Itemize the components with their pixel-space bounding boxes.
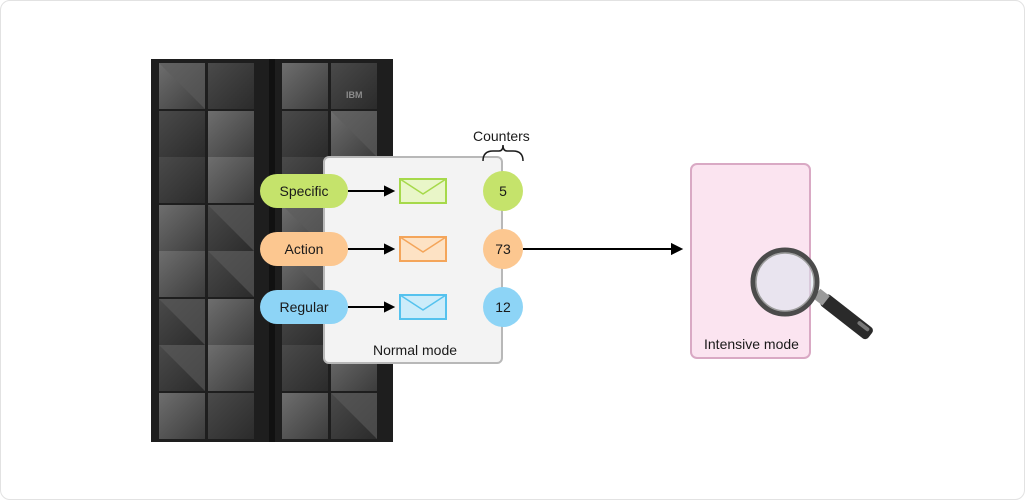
rack-panel [159, 393, 205, 439]
rack-panel [282, 393, 328, 439]
rack-panel-facet [159, 299, 205, 345]
rack-panel-facet [331, 393, 377, 439]
intensive-mode-box [690, 163, 811, 359]
intensive-mode-label: Intensive mode [704, 336, 799, 352]
rack-panel-facet [159, 345, 205, 391]
rack-panel-facet [208, 251, 254, 297]
counter-badge: 73 [483, 229, 523, 269]
rack-panel [208, 111, 254, 157]
rack-panel [331, 63, 377, 109]
rack-panel [282, 63, 328, 109]
normal-mode-label: Normal mode [373, 342, 458, 358]
counters-label: Counters [473, 128, 530, 144]
rack-panel [282, 345, 328, 391]
rack-panel [159, 205, 205, 251]
rack-panel [208, 157, 254, 203]
rack-panel [208, 299, 254, 345]
counter-badge: 5 [483, 171, 523, 211]
counter-badge: 12 [483, 287, 523, 327]
normal-mode-box [323, 156, 503, 364]
rack-panel [159, 111, 205, 157]
category-pill: Specific [260, 174, 348, 208]
category-pill: Regular [260, 290, 348, 324]
rack-panel [159, 157, 205, 203]
rack-panel [208, 63, 254, 109]
rack-panel [208, 393, 254, 439]
rack-panel-facet [208, 205, 254, 251]
rack-panel-facet [331, 111, 377, 157]
rack-panel-facet [159, 63, 205, 109]
rack-panel [208, 345, 254, 391]
category-pill: Action [260, 232, 348, 266]
rack-panel [282, 111, 328, 157]
rack-panel [159, 251, 205, 297]
server-brand: IBM [346, 90, 363, 100]
